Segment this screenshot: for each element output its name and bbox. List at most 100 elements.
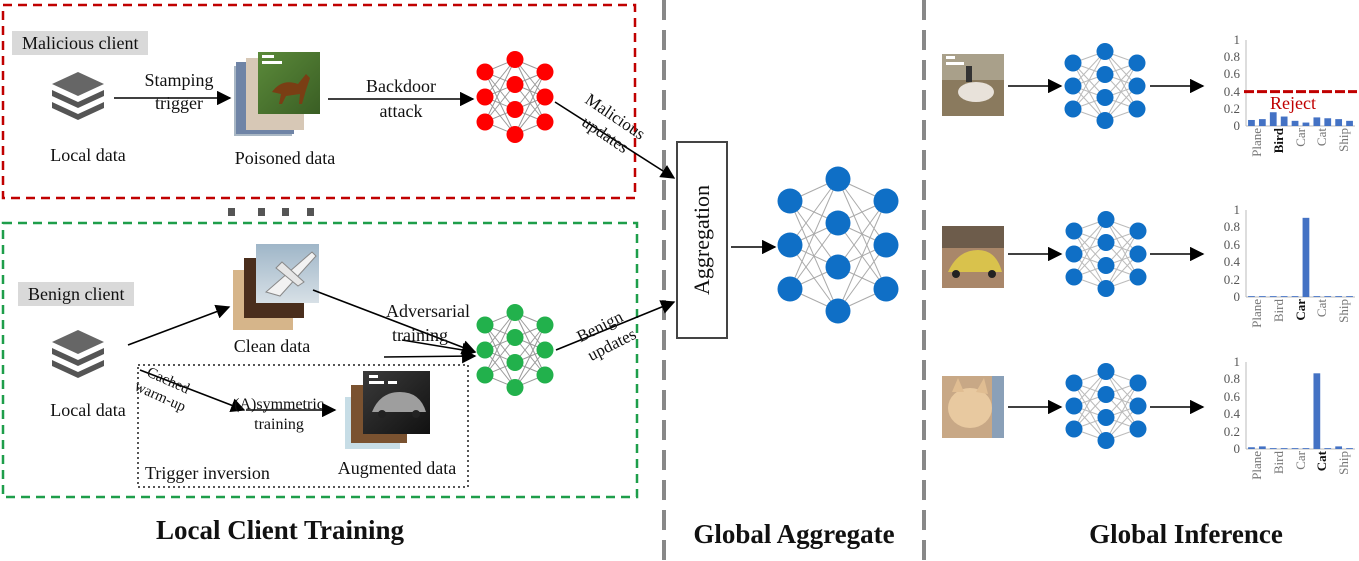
network-node bbox=[1065, 397, 1083, 415]
y-tick-label: 0.2 bbox=[1223, 271, 1240, 287]
network-node bbox=[506, 101, 524, 118]
network-node bbox=[1097, 386, 1115, 403]
network-node bbox=[873, 232, 899, 258]
network-node bbox=[1129, 222, 1147, 240]
adversarial-label-1: Adversarial bbox=[386, 301, 470, 321]
trigger-inversion-label: Trigger inversion bbox=[145, 463, 270, 483]
x-category-label: Plane bbox=[1248, 128, 1264, 157]
network-node bbox=[1096, 112, 1114, 129]
network-node bbox=[1096, 43, 1114, 60]
malicious-model-network bbox=[476, 51, 554, 143]
network-node bbox=[1065, 245, 1083, 263]
prediction-chart-1 bbox=[1244, 40, 1357, 127]
network-node bbox=[825, 166, 851, 192]
network-node bbox=[1128, 54, 1146, 72]
inference-network-3 bbox=[1065, 363, 1147, 449]
y-tick-label: 0.2 bbox=[1223, 100, 1240, 116]
asymmetric-label-1: (A)symmetric bbox=[234, 396, 324, 413]
x-category-label: Plane bbox=[1248, 299, 1264, 328]
y-tick-label: 0.4 bbox=[1223, 254, 1240, 270]
bar bbox=[1258, 446, 1266, 449]
network-node bbox=[536, 63, 554, 81]
database-layers-icon bbox=[52, 72, 104, 120]
network-node bbox=[873, 188, 899, 214]
benign-model-network bbox=[476, 304, 554, 396]
network-node bbox=[1064, 77, 1082, 95]
x-category-label: Ship bbox=[1336, 128, 1352, 152]
network-node bbox=[777, 232, 803, 258]
x-category-label: Bird bbox=[1270, 299, 1286, 323]
bar bbox=[1324, 296, 1332, 297]
network-node bbox=[476, 366, 494, 384]
y-tick-label: 1 bbox=[1233, 202, 1241, 217]
y-tick-label: 0.8 bbox=[1223, 219, 1240, 235]
cat-thumbnail bbox=[942, 376, 1004, 438]
bar bbox=[1335, 446, 1343, 449]
network-node bbox=[536, 366, 554, 384]
clean-image-stack bbox=[233, 244, 319, 330]
inference-network-1 bbox=[1064, 43, 1146, 129]
network-node bbox=[536, 113, 554, 131]
network-node bbox=[506, 329, 524, 346]
bar bbox=[1313, 117, 1321, 126]
y-tick-label: 1 bbox=[1233, 354, 1241, 369]
x-category-label: Ship bbox=[1336, 451, 1352, 475]
bar bbox=[1302, 217, 1310, 297]
network-node bbox=[476, 88, 494, 106]
network-node bbox=[1129, 268, 1147, 286]
malicious-client-tag: Malicious client bbox=[12, 31, 149, 55]
bar bbox=[1302, 122, 1310, 126]
network-node bbox=[777, 188, 803, 214]
x-category-label: Bird bbox=[1270, 128, 1286, 154]
network-node bbox=[506, 304, 524, 321]
x-category-label: Cat bbox=[1314, 128, 1330, 147]
network-node bbox=[1065, 268, 1083, 286]
bar bbox=[1335, 119, 1343, 126]
reject-label: Reject bbox=[1270, 92, 1316, 113]
x-category-label: Cat bbox=[1314, 299, 1330, 318]
global-model-network bbox=[777, 166, 899, 324]
network-node bbox=[1065, 222, 1083, 240]
network-node bbox=[506, 76, 524, 93]
inference-network-2 bbox=[1065, 211, 1147, 297]
y-tick-label: 0.6 bbox=[1223, 236, 1240, 252]
x-category-label: Car bbox=[1292, 128, 1308, 147]
y-tick-label: 0.6 bbox=[1223, 66, 1240, 82]
network-node bbox=[1097, 409, 1115, 426]
y-tick-label: 0.4 bbox=[1223, 406, 1240, 422]
y-tick-label: 0.2 bbox=[1223, 423, 1240, 439]
y-tick-label: 0.8 bbox=[1223, 49, 1240, 65]
y-tick-label: 0 bbox=[1233, 289, 1241, 304]
augmented-arrow bbox=[383, 348, 477, 364]
network-node bbox=[1097, 257, 1115, 274]
network-node bbox=[1065, 374, 1083, 392]
stamping-label-1: Stamping bbox=[144, 70, 214, 90]
bar bbox=[1258, 119, 1266, 126]
network-node bbox=[1064, 100, 1082, 118]
benign-local-data-label: Local data bbox=[50, 400, 126, 420]
aggregation-label-wrap: Aggregation bbox=[677, 142, 727, 338]
network-node bbox=[1097, 432, 1115, 449]
network-node bbox=[1128, 100, 1146, 118]
bar bbox=[1346, 120, 1353, 126]
section-title-aggregate: Global Aggregate bbox=[693, 519, 895, 549]
backdoor-label-1: Backdoor bbox=[366, 76, 436, 96]
bar bbox=[1280, 116, 1288, 126]
augmented-data-label: Augmented data bbox=[337, 458, 457, 478]
network-node bbox=[536, 341, 554, 359]
network-node bbox=[476, 316, 494, 334]
poisoned-image-stack bbox=[234, 52, 320, 136]
bar bbox=[1269, 112, 1277, 126]
bar bbox=[1324, 118, 1332, 126]
stamping-label-2: trigger bbox=[155, 93, 203, 113]
bar bbox=[1248, 296, 1255, 297]
network-node bbox=[825, 298, 851, 324]
bar bbox=[1269, 296, 1277, 297]
network-node bbox=[777, 276, 803, 302]
bar bbox=[1302, 448, 1310, 449]
network-node bbox=[825, 210, 851, 236]
car-thumbnail bbox=[942, 226, 1004, 288]
network-node bbox=[506, 354, 524, 371]
y-tick-label: 0.8 bbox=[1223, 371, 1240, 387]
